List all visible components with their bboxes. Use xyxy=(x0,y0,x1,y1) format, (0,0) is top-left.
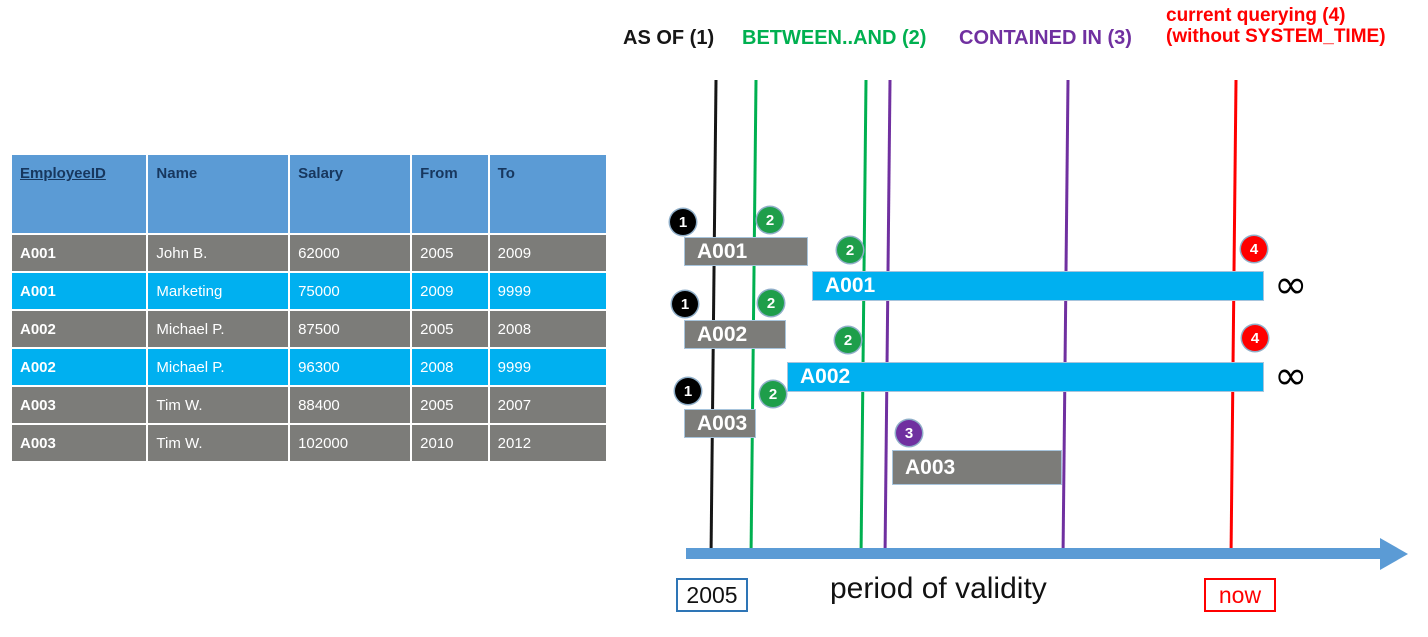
timeline-bar-label: A001 xyxy=(697,239,748,263)
cell-employeeid: A002 xyxy=(12,311,147,347)
table-row: A002 Michael P. 96300 2008 9999 xyxy=(12,349,606,385)
badge-now-a002: 4 xyxy=(1242,325,1268,351)
legend-as-of: AS OF (1) xyxy=(623,27,715,49)
column-header-employeeid: EmployeeID xyxy=(12,155,147,233)
badge-between-a003: 2 xyxy=(760,381,786,407)
badge-between-a001-b: 2 xyxy=(837,237,863,263)
badge-label: 1 xyxy=(680,295,690,313)
badge-label: 4 xyxy=(1249,240,1259,258)
cell-from: 2010 xyxy=(412,425,488,461)
badge-label: 1 xyxy=(678,213,688,231)
badge-as-of-a002: 1 xyxy=(672,291,698,317)
cell-name: Michael P. xyxy=(148,349,289,385)
cell-employeeid: A001 xyxy=(12,273,147,309)
cell-from: 2005 xyxy=(412,387,488,423)
cell-to: 9999 xyxy=(489,349,606,385)
cell-name: Tim W. xyxy=(148,387,289,423)
cell-from: 2005 xyxy=(412,311,488,347)
column-header-from: From xyxy=(412,155,488,233)
cell-employeeid: A003 xyxy=(12,425,147,461)
column-header-salary: Salary xyxy=(290,155,411,233)
badge-label: 2 xyxy=(765,211,775,229)
timeline-bar-a003-second: A003 xyxy=(892,450,1062,485)
vline-as-of-black xyxy=(709,79,718,559)
table-header: EmployeeID Name Salary From To xyxy=(12,155,606,233)
infinity-icon-a002: ∞ xyxy=(1274,353,1308,399)
cell-employeeid: A001 xyxy=(12,235,147,271)
cell-to: 2012 xyxy=(489,425,606,461)
time-axis-line xyxy=(686,548,1386,559)
cell-salary: 62000 xyxy=(290,235,411,271)
table-row: A001 Marketing 75000 2009 9999 xyxy=(12,273,606,309)
badge-label: 2 xyxy=(768,385,778,403)
infinity-icon-a001: ∞ xyxy=(1274,262,1308,308)
cell-to: 2009 xyxy=(489,235,606,271)
vline-between-start-green xyxy=(749,79,758,559)
legend-current-querying: current querying (4) (without SYSTEM_TIM… xyxy=(1166,5,1386,47)
timeline-bar-a002-historic: A002 xyxy=(684,320,786,349)
cell-to: 2007 xyxy=(489,387,606,423)
cell-from: 2005 xyxy=(412,235,488,271)
cell-to: 2008 xyxy=(489,311,606,347)
cell-name: Tim W. xyxy=(148,425,289,461)
cell-from: 2009 xyxy=(412,273,488,309)
timeline-bar-label: A001 xyxy=(825,274,876,297)
timeline-bar-label: A002 xyxy=(697,322,748,346)
timeline-bar-label: A003 xyxy=(697,411,748,435)
timeline-bar-label: A002 xyxy=(800,365,851,388)
badge-now-a001: 4 xyxy=(1241,236,1267,262)
vline-between-end-green xyxy=(859,79,868,559)
column-header-name: Name xyxy=(148,155,289,233)
time-axis-arrow-icon xyxy=(1380,538,1408,570)
vline-contained-start-purple xyxy=(883,79,892,559)
badge-between-a001-a: 2 xyxy=(757,207,783,233)
badge-label: 3 xyxy=(904,424,914,442)
badge-as-of-a003: 1 xyxy=(675,378,701,404)
timeline-bar-a003-historic: A003 xyxy=(684,409,756,438)
cell-name: Marketing xyxy=(148,273,289,309)
axis-end-label: now xyxy=(1204,578,1276,612)
vline-contained-end-purple xyxy=(1061,79,1070,559)
cell-to: 9999 xyxy=(489,273,606,309)
cell-name: Michael P. xyxy=(148,311,289,347)
table-header-row: EmployeeID Name Salary From To xyxy=(12,155,606,233)
timeline-bar-label: A003 xyxy=(905,455,956,479)
cell-salary: 88400 xyxy=(290,387,411,423)
table-row: A003 Tim W. 88400 2005 2007 xyxy=(12,387,606,423)
legend-current-querying-line2: (without SYSTEM_TIME) xyxy=(1166,25,1386,47)
badge-label: 2 xyxy=(843,331,853,349)
cell-salary: 75000 xyxy=(290,273,411,309)
badge-label: 2 xyxy=(766,294,776,312)
table-row: A001 John B. 62000 2005 2009 xyxy=(12,235,606,271)
cell-name: John B. xyxy=(148,235,289,271)
column-header-to: To xyxy=(489,155,606,233)
timeline-bar-a001-historic: A001 xyxy=(684,237,808,266)
table-row: A003 Tim W. 102000 2010 2012 xyxy=(12,425,606,461)
legend-current-querying-line1: current querying (4) xyxy=(1166,5,1346,26)
timeline-bar-a002-current: A002 xyxy=(787,362,1264,392)
vline-now-red xyxy=(1229,79,1238,559)
cell-from: 2008 xyxy=(412,349,488,385)
badge-label: 2 xyxy=(845,241,855,259)
badge-contained-a003: 3 xyxy=(896,420,922,446)
timeline-bar-a001-current: A001 xyxy=(812,271,1264,301)
legend-contained-in: CONTAINED IN (3) xyxy=(959,27,1132,49)
employee-history-table: EmployeeID Name Salary From To A001 John… xyxy=(10,153,608,463)
cell-employeeid: A003 xyxy=(12,387,147,423)
badge-between-a002-b: 2 xyxy=(835,327,861,353)
cell-salary: 96300 xyxy=(290,349,411,385)
table-body: A001 John B. 62000 2005 2009 A001 Market… xyxy=(12,235,606,461)
badge-label: 1 xyxy=(683,382,693,400)
column-header-employeeid-label: EmployeeID xyxy=(20,165,106,182)
axis-title: period of validity xyxy=(830,572,1047,605)
badge-label: 4 xyxy=(1250,329,1260,347)
cell-salary: 102000 xyxy=(290,425,411,461)
axis-start-label: 2005 xyxy=(676,578,748,612)
badge-as-of-a001: 1 xyxy=(670,209,696,235)
cell-employeeid: A002 xyxy=(12,349,147,385)
badge-between-a002-a: 2 xyxy=(758,290,784,316)
legend-between-and: BETWEEN..AND (2) xyxy=(742,27,927,49)
table-row: A002 Michael P. 87500 2005 2008 xyxy=(12,311,606,347)
cell-salary: 87500 xyxy=(290,311,411,347)
